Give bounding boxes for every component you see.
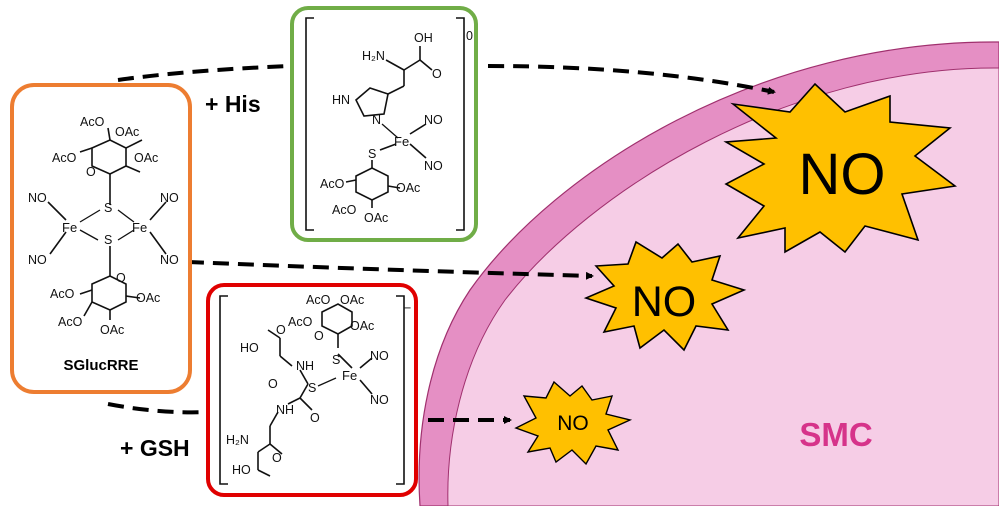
his-no-top: NO: [424, 113, 443, 127]
his-hn: HN: [332, 93, 350, 107]
sglucrre-fe-left: Fe: [62, 220, 77, 235]
gsh-o-ring: O: [314, 329, 324, 343]
no-burst-large: NO: [723, 82, 958, 254]
sglucrre-aco-1: AcO: [80, 115, 105, 129]
sglucrre-aco-4: AcO: [58, 315, 83, 329]
arrow-his-to-large-no: [487, 64, 776, 95]
burst-shape-small: [514, 380, 633, 466]
sglucrre-fe-right: Fe: [132, 220, 147, 235]
sglucrre-bottom-sugar: O AcO OAc AcO OAc: [50, 270, 160, 337]
sglucrre-oac-3: OAc: [136, 291, 160, 305]
gsh-o-2: O: [268, 377, 278, 391]
gsh-oac-1: OAc: [340, 293, 364, 307]
sglucrre-core: Fe Fe S S NO NO NO NO: [28, 191, 179, 270]
gsh-charge: −: [404, 301, 411, 315]
his-charge: 0: [466, 29, 473, 43]
sglucrre-no-bl: NO: [28, 253, 47, 267]
gsh-adduct-frame: [206, 283, 418, 497]
arrow-sglucrre-to-large-no-path: [187, 260, 594, 280]
gsh-s-bottom: S: [308, 381, 316, 395]
gsh-nh-1: NH: [296, 359, 314, 373]
no-burst-small: NO: [514, 380, 633, 466]
sglucrre-o-ring-1: O: [86, 165, 96, 179]
gsh-sugar: AcO OAc AcO OAc O: [288, 293, 374, 348]
sglucrre-label: SGlucRRE: [63, 357, 138, 374]
no-label-small: NO: [557, 412, 589, 435]
sglucrre-panel: AcO OAc AcO OAc O Fe Fe S S NO NO NO NO: [10, 83, 192, 394]
gsh-adduct-panel: − AcO OAc AcO OAc O S Fe NO NO S: [206, 283, 418, 497]
smc-label: SMC: [799, 416, 872, 453]
no-burst-medium: NO: [583, 240, 747, 352]
burst-shape-large: [723, 82, 958, 254]
arrow-sglucrre-to-his: [117, 64, 291, 82]
gsh-aco-2: AcO: [288, 315, 313, 329]
gsh-o-3: O: [310, 411, 320, 425]
reagent-gsh: + GSH: [120, 435, 190, 461]
sglucrre-s-top: S: [104, 201, 112, 215]
gsh-fe: Fe: [342, 368, 357, 383]
sglucrre-no-tr: NO: [160, 191, 179, 205]
sglucrre-no-tl: NO: [28, 191, 47, 205]
no-label-medium: NO: [632, 278, 697, 326]
his-oh: OH: [414, 31, 433, 45]
gsh-aco-1: AcO: [306, 293, 331, 307]
gsh-fe-center: S Fe NO NO S: [308, 349, 389, 407]
gsh-glutathione: O HO NH O NH O H₂N O HO: [226, 323, 320, 477]
no-label-large: NO: [799, 142, 886, 207]
gsh-ho-2: HO: [232, 463, 251, 477]
gsh-o-4: O: [272, 451, 282, 465]
sglucrre-o-ring-2: O: [116, 271, 126, 285]
his-aco-1: AcO: [320, 177, 345, 191]
sglucrre-oac-1: OAc: [115, 125, 139, 139]
dashed-arrows: [107, 64, 776, 424]
gsh-o-1: O: [276, 323, 286, 337]
gsh-nh-2: NH: [276, 403, 294, 417]
burst-shape-medium: [583, 240, 747, 352]
gsh-oac-2: OAc: [350, 319, 374, 333]
gsh-h2n: H₂N: [226, 433, 249, 447]
gsh-s-top: S: [332, 353, 340, 367]
sglucrre-aco-3: AcO: [50, 287, 75, 301]
his-h2n: H₂N: [362, 49, 385, 63]
his-aco-2: AcO: [332, 203, 357, 217]
his-adduct-frame: [290, 6, 478, 242]
gsh-no-top: NO: [370, 349, 389, 363]
sglucrre-frame: [10, 83, 192, 394]
sglucrre-s-bottom: S: [104, 233, 112, 247]
gsh-ho-1: HO: [240, 341, 259, 355]
his-o: O: [432, 67, 442, 81]
his-oac-1: OAc: [396, 181, 420, 195]
sglucrre-oac-4: OAc: [100, 323, 124, 337]
his-sugar: AcO OAc AcO OAc: [320, 160, 420, 225]
sglucrre-oac-2: OAc: [134, 151, 158, 165]
his-histidine: H₂N OH O HN N: [332, 31, 442, 127]
arrow-sglucrre-to-gsh: [107, 402, 209, 415]
sglucrre-aco-2: AcO: [52, 151, 77, 165]
reagent-his: + His: [205, 91, 261, 117]
his-no-bottom: NO: [424, 159, 443, 173]
his-s: S: [368, 147, 376, 161]
his-fe-center: Fe NO NO S: [368, 113, 443, 173]
sglucrre-top-sugar: AcO OAc AcO OAc O: [52, 115, 158, 200]
his-adduct-panel: 0 H₂N OH O HN N Fe NO NO S: [290, 6, 478, 242]
sglucrre-no-br: NO: [160, 253, 179, 267]
his-oac-2: OAc: [364, 211, 388, 225]
his-n: N: [372, 113, 381, 127]
his-fe: Fe: [394, 134, 409, 149]
gsh-no-bottom: NO: [370, 393, 389, 407]
